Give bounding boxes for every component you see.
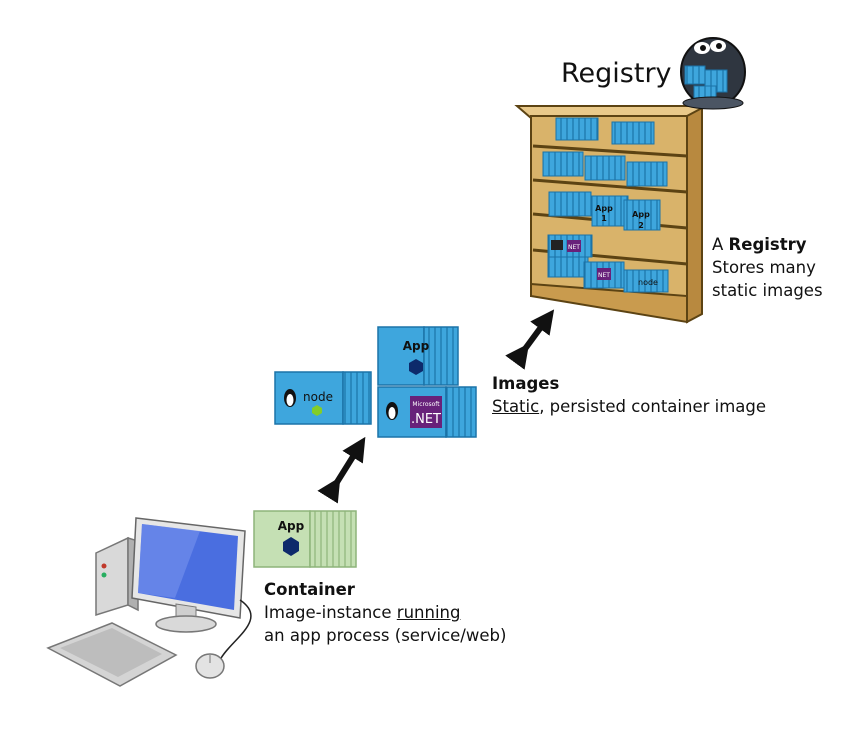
container-heading: Container: [264, 580, 355, 599]
hexagon-icon-2: [283, 537, 299, 556]
dotnet-small-label: Microsoft: [412, 401, 440, 408]
registry-desc-bold: Registry: [728, 235, 807, 254]
shelf-app1-number: 1: [601, 214, 607, 223]
image-node-label: node: [303, 390, 333, 404]
shelf-app2-number: 2: [638, 221, 644, 230]
node-hex-icon: [312, 405, 322, 416]
running-container: [253, 510, 357, 568]
registry-desc-line2: Stores many: [712, 258, 816, 277]
node-image-container: [274, 371, 372, 425]
shelf-net-label-2: NET: [598, 272, 610, 279]
container-app-label: App: [278, 519, 305, 533]
dotnet-label: .NET: [411, 412, 441, 427]
registry-mascot-icon: [680, 37, 746, 110]
arrow-images-registry: [505, 309, 555, 370]
arrow-container-images: [317, 436, 366, 504]
registry-description: A Registry Stores many static images: [712, 233, 823, 302]
shelf-containers: [542, 117, 669, 293]
shelf-net-label: NET: [568, 244, 580, 251]
linux-penguin-icon-2: [386, 402, 398, 420]
images-desc-rest: , persisted container image: [539, 397, 767, 416]
computer-icon: [46, 517, 252, 687]
shelf-node-label: node: [638, 278, 658, 287]
registry-desc-line3: static images: [712, 281, 823, 300]
container-line1-prefix: Image-instance: [264, 603, 397, 622]
images-description: Images Static, persisted container image: [492, 372, 766, 418]
shelf-app1-label: App: [595, 204, 613, 213]
registry-desc-prefix: A: [712, 235, 724, 254]
hexagon-icon: [409, 359, 423, 375]
container-description: Container Image-instance running an app …: [264, 578, 506, 647]
container-line1-underlined: running: [396, 603, 461, 622]
app-image-container: [377, 326, 459, 386]
registry-title: Registry: [561, 58, 672, 89]
linux-penguin-icon: [284, 389, 296, 407]
image-app-label: App: [403, 339, 430, 353]
shelf-app2-label: App: [632, 210, 650, 219]
images-heading: Images: [492, 374, 560, 393]
dotnet-logo-icon: [410, 396, 442, 428]
container-line2: an app process (service/web): [264, 626, 507, 645]
dotnet-image-container: [377, 386, 477, 438]
images-desc-underlined: Static: [492, 397, 540, 416]
